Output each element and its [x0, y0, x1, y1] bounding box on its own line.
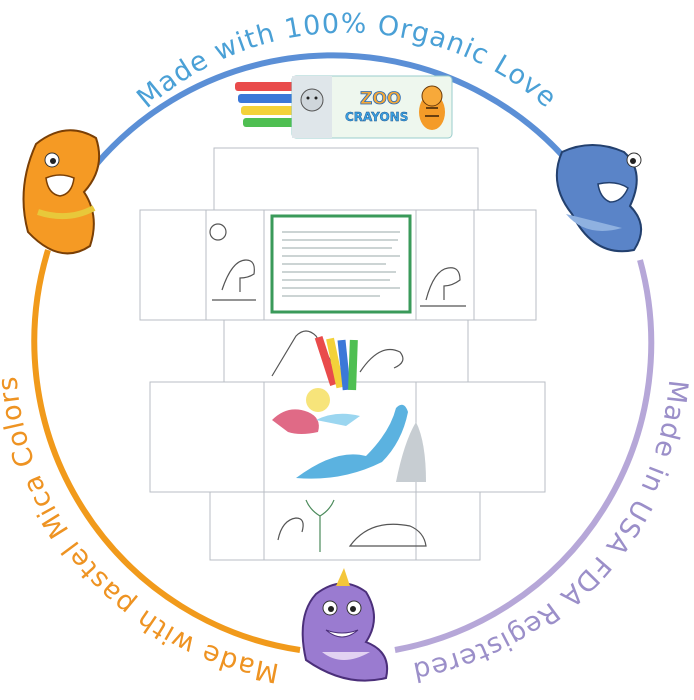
ring-blue-segment [67, 52, 593, 202]
tiger-icon [419, 85, 445, 130]
crayon-box: ZOO CRAYONS [235, 75, 453, 139]
crayon-brand-crayons: CRAYONS [345, 110, 408, 124]
left-panel-dinosaur-drawing [209, 223, 256, 301]
purple-dinosaur-mascot [301, 568, 388, 682]
ring-orange-segment [31, 249, 301, 653]
right-panel-dinosaur-drawing [420, 267, 466, 307]
info-panel [270, 214, 412, 314]
orange-dinosaur-mascot [22, 129, 100, 255]
bottom-panel-drawings [277, 499, 427, 552]
blue-dinosaur-mascot [555, 144, 642, 253]
crayon-brand-zoo: ZOO [360, 89, 401, 109]
ring-purple-segment [394, 259, 655, 653]
top-panel-volcano-drawing [271, 330, 404, 377]
colored-dinosaur-scene [272, 388, 426, 482]
snow-leopard-icon [300, 88, 324, 112]
panel-crayons [314, 335, 358, 391]
loose-crayons [235, 82, 301, 127]
